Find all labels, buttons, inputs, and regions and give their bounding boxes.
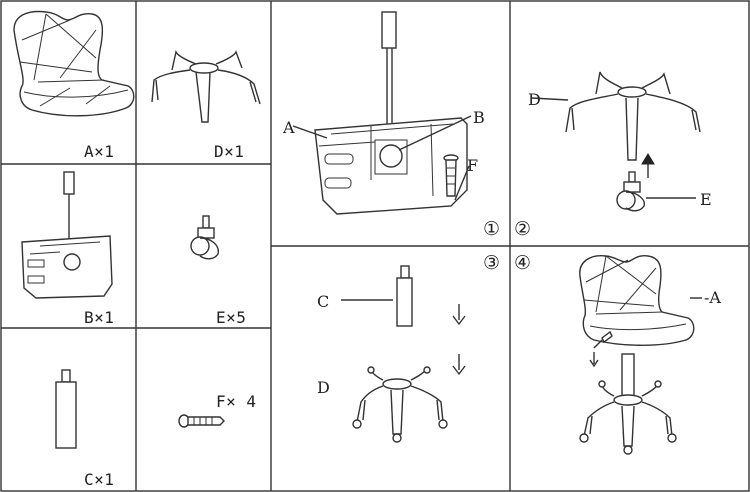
part-cell-gas-cylinder: C×1	[0, 328, 136, 491]
part-d-label: D×1	[214, 142, 245, 161]
caster-illustration	[190, 215, 219, 260]
step-2-illustration	[531, 71, 701, 212]
step-4-number: ④	[514, 252, 532, 274]
part-b-label: B×1	[84, 308, 115, 327]
step-4-callout-a: -A	[704, 288, 721, 307]
step-3-callout-d: D	[317, 378, 330, 397]
step-1-callout-f: F	[467, 156, 479, 175]
step-3-callout-c: C	[317, 292, 330, 311]
step-1-callout-a: A	[283, 118, 295, 137]
base-illustration	[151, 49, 261, 123]
part-cell-caster: E×5	[136, 164, 271, 328]
part-e-label: E×5	[216, 308, 247, 327]
part-cell-screw: F× 4	[136, 328, 271, 491]
step-1-number: ①	[483, 218, 501, 240]
part-cell-mechanism: B×1	[0, 164, 136, 328]
step-4-panel: -A ④	[510, 246, 750, 491]
step-3-number: ③	[483, 252, 501, 274]
seat-illustration	[13, 10, 135, 117]
step-2-number: ②	[514, 218, 532, 240]
step-4-illustration	[579, 254, 702, 455]
step-1-illustration	[292, 11, 472, 215]
step-1-panel: A B F ①	[271, 0, 510, 246]
part-c-label: C×1	[84, 470, 115, 489]
step-3-illustration	[341, 265, 466, 443]
step-3-panel: C D ③	[271, 246, 510, 491]
part-a-label: A×1	[84, 142, 115, 161]
part-cell-seat: A×1	[0, 0, 136, 164]
gas-cylinder-illustration	[55, 369, 77, 449]
step-2-panel: D E ②	[510, 0, 750, 246]
step-2-callout-d: D	[528, 90, 541, 109]
step-2-callout-e: E	[700, 190, 712, 209]
mechanism-illustration	[21, 171, 113, 299]
part-cell-base: D×1	[136, 0, 271, 164]
screw-illustration	[178, 414, 225, 428]
step-1-callout-b: B	[473, 108, 485, 127]
part-f-label: F× 4	[216, 392, 257, 411]
